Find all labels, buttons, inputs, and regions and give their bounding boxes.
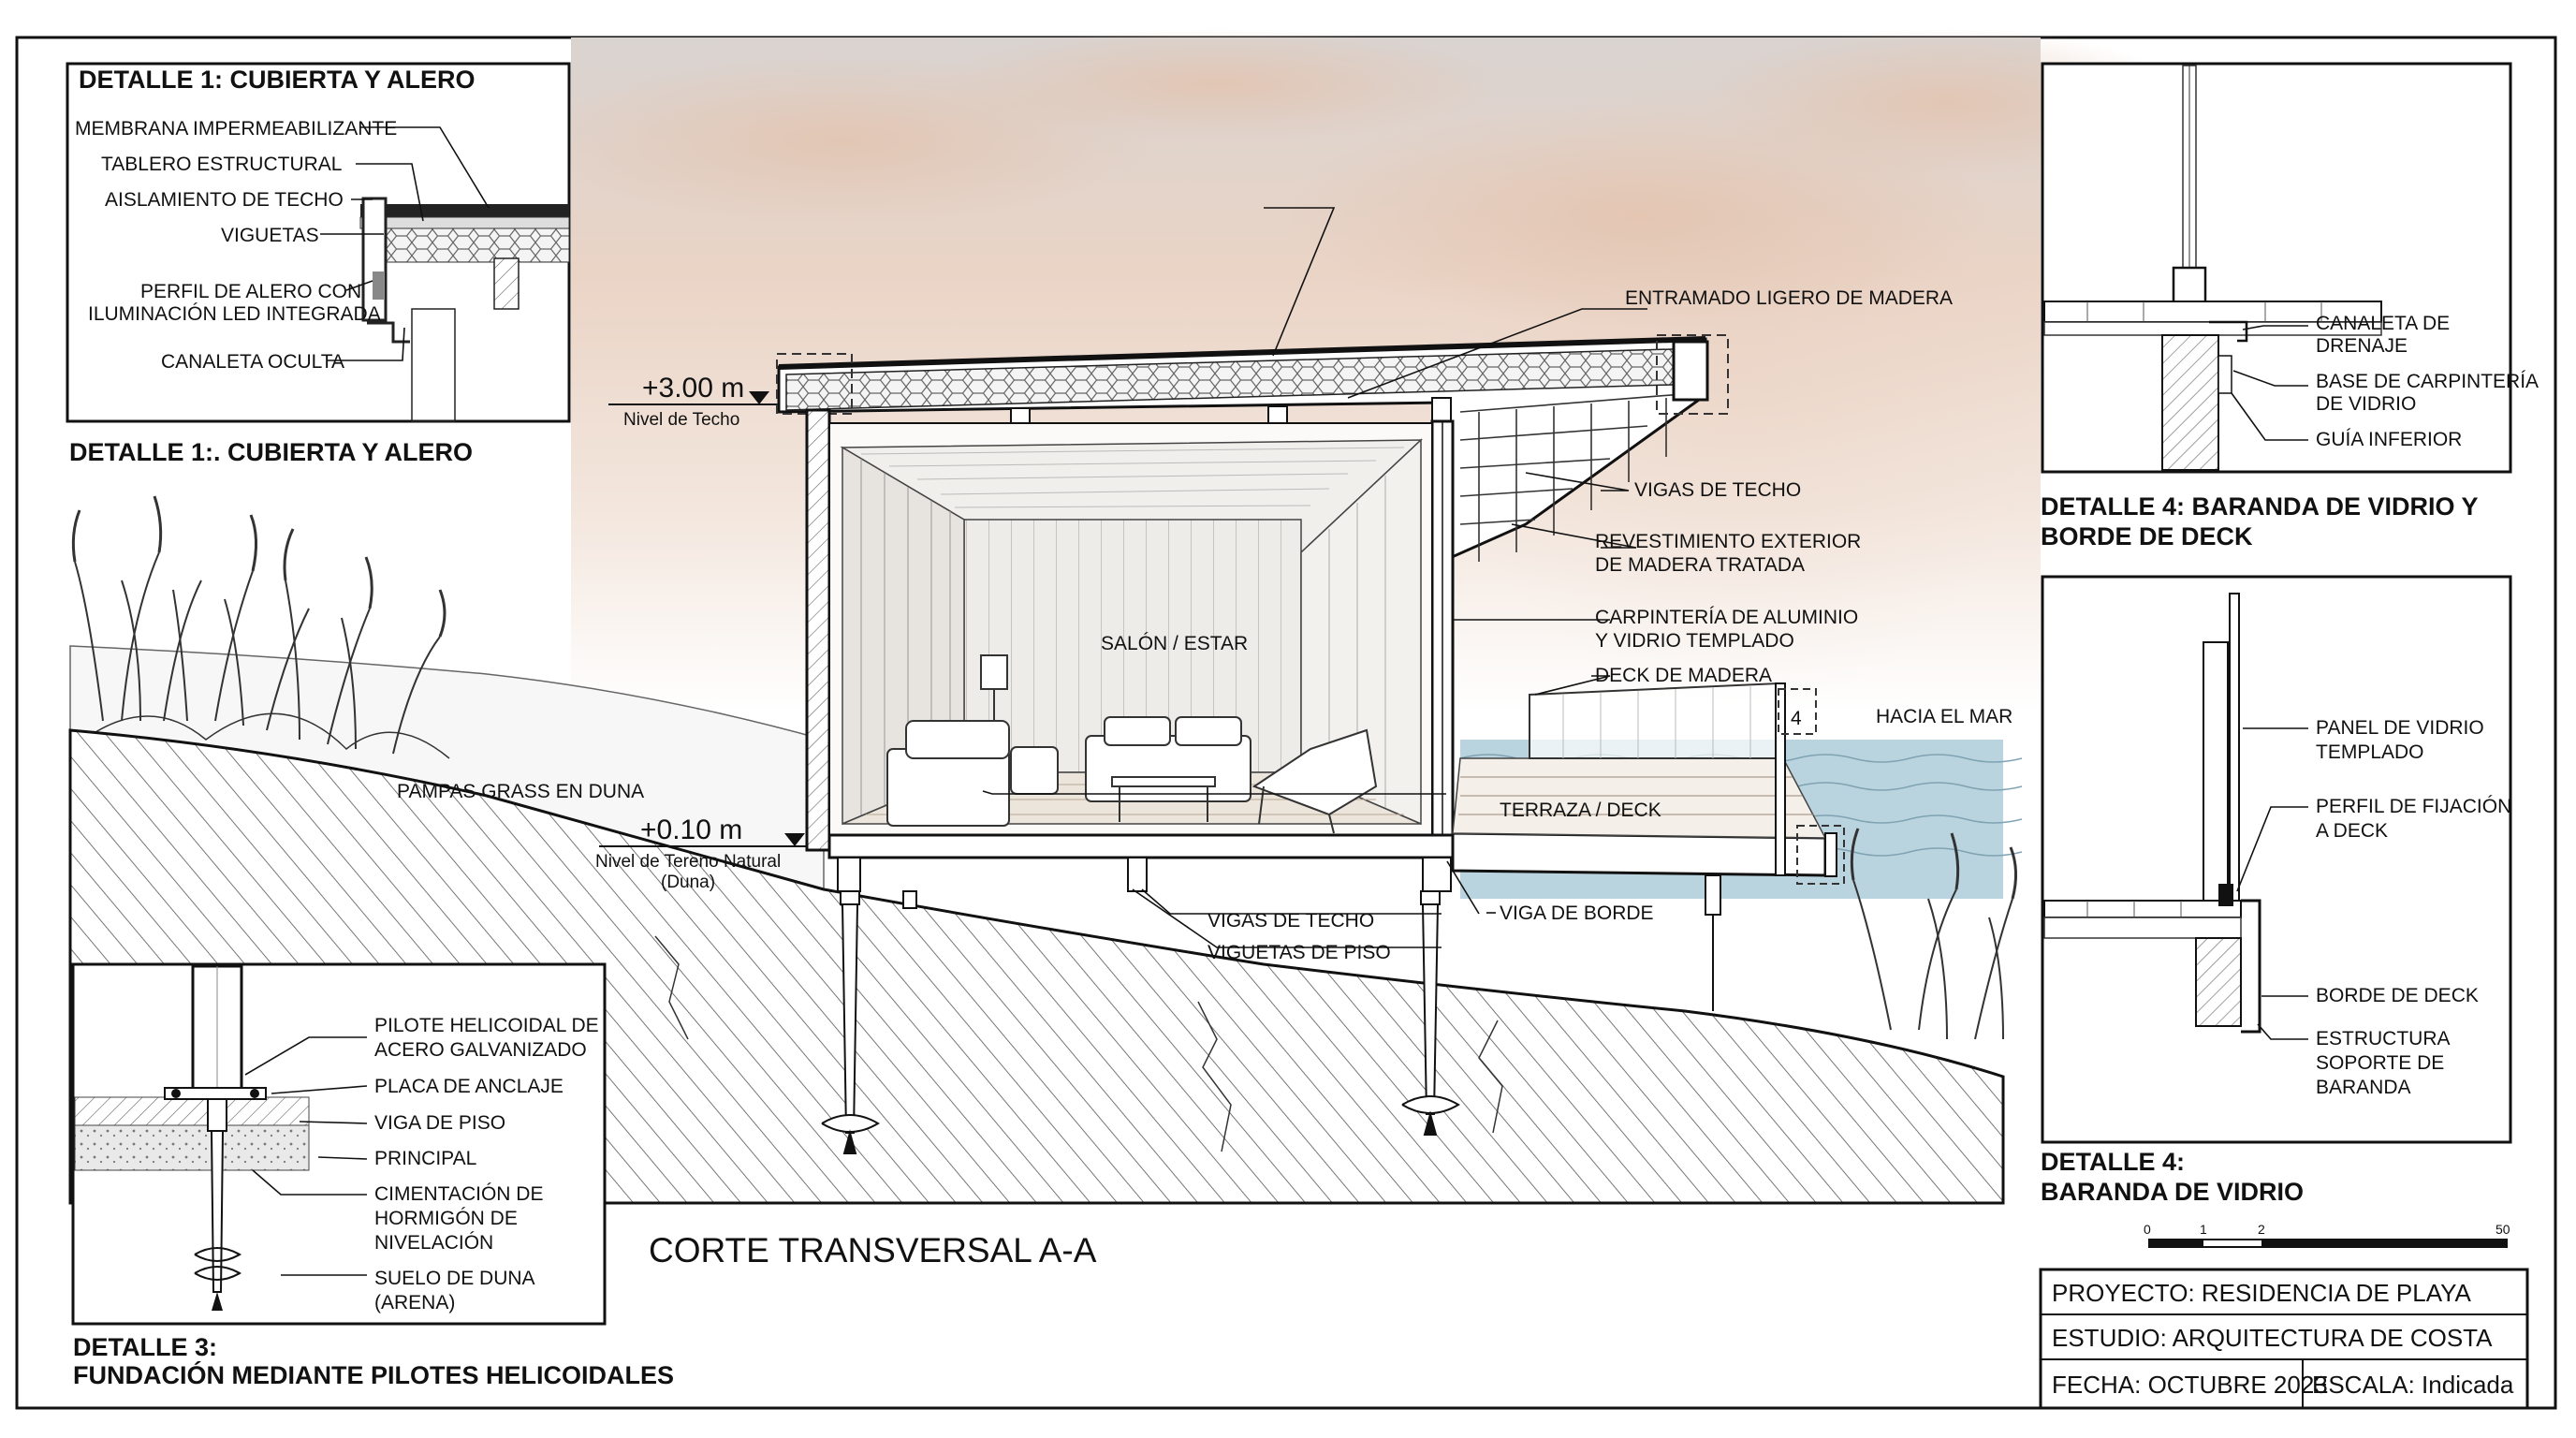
detail3-label-suelo-2: (ARENA) [374, 1292, 455, 1313]
room-label-salon: SALÓN / ESTAR [1101, 633, 1248, 654]
callout-hacia-mar: HACIA EL MAR [1876, 706, 2012, 727]
callout-vigas-techo-roof: VIGAS DE TECHO [1634, 479, 1801, 501]
detail3-label-suelo-1: SUELO DE DUNA [374, 1268, 535, 1289]
detail3-label-cim-1: CIMENTACIÓN DE [374, 1183, 543, 1205]
detail1-label-aislamiento: AISLAMIENTO DE TECHO [105, 189, 344, 211]
detail1-panel: DETALLE 1: CUBIERTA Y ALERO MEMBRANA IMP… [66, 62, 571, 423]
callout-carpinteria-2: Y VIDRIO TEMPLADO [1595, 630, 1794, 652]
detail1-label-perfil: PERFIL DE ALERO CON [140, 281, 361, 302]
detail-tag-4: 4 [1791, 708, 1802, 729]
callout-carpinteria-1: CARPINTERÍA DE ALUMINIO [1595, 607, 1858, 628]
detail4a-label-base-2: DE VIDRIO [2316, 393, 2416, 415]
detail4b-label-perfil-2: A DECK [2316, 820, 2388, 842]
title-block-escala: ESCALA: Indicada [2312, 1371, 2514, 1399]
detail1-label-tablero: TABLERO ESTRUCTURAL [101, 154, 343, 175]
callout-entramado: ENTRAMADO LIGERO DE MADERA [1625, 287, 1953, 309]
callout-revestimiento-1: REVESTIMIENTO EXTERIOR [1595, 531, 1861, 552]
detail4b-label-estructura-2: SOPORTE DE [2316, 1052, 2444, 1074]
detail4b-caption-2: BARANDA DE VIDRIO [2041, 1178, 2304, 1206]
title-block: PROYECTO: RESIDENCIA DE PLAYA ESTUDIO: A… [2039, 1268, 2529, 1410]
level-ground-label-1: Nivel de Tereno Natural [595, 852, 781, 872]
detail4a-label-base-1: BASE DE CARPINTERÍA [2316, 371, 2539, 392]
helical-piles [821, 874, 1721, 1154]
pampas-grass-left [71, 495, 450, 759]
scale-tick-2: 2 [2258, 1222, 2265, 1237]
detail3-label-cim-3: NIVELACIÓN [374, 1232, 493, 1254]
detail4b-label-panel-1: PANEL DE VIDRIO [2316, 717, 2484, 739]
callout-vigas-techo-floor: VIGAS DE TECHO [1208, 910, 1374, 932]
title-block-estudio: ESTUDIO: ARQUITECTURA DE COSTA [2052, 1324, 2493, 1352]
level-roof-label: Nivel de Techo [623, 410, 739, 430]
title-block-fecha: FECHA: OCTUBRE 2023 [2052, 1371, 2328, 1399]
callout-viguetas-piso: VIGUETAS DE PISO [1208, 942, 1391, 963]
scale-tick-50: 50 [2496, 1222, 2510, 1237]
detail3-panel: PILOTE HELICOIDAL DE ACERO GALVANIZADO P… [71, 962, 607, 1326]
detail3-caption-1: DETALLE 3: [73, 1333, 217, 1361]
furniture [886, 654, 1378, 834]
detail1-label-led: ILUMINACIÓN LED INTEGRADA [88, 303, 381, 325]
ground-cracks [654, 935, 1503, 1152]
detail1-caption: DETALLE 1:. CUBIERTA Y ALERO [69, 438, 473, 466]
pampas-grass-right [1850, 828, 2017, 1040]
level-ground-label-2: (Duna) [661, 873, 715, 892]
section-leaders [982, 207, 1647, 948]
callout-revestimiento-2: DE MADERA TRATADA [1595, 554, 1805, 576]
callout-deck-madera: DECK DE MADERA [1595, 665, 1772, 686]
detail4b-label-panel-2: TEMPLADO [2316, 741, 2424, 763]
detail4b-label-borde: BORDE DE DECK [2316, 985, 2479, 1006]
house-section: SALÓN / ESTAR 4 [776, 334, 1845, 1154]
callout-terraza: TERRAZA / DECK [1500, 800, 1661, 821]
detail4a-caption-1: DETALLE 4: BARANDA DE VIDRIO Y [2041, 492, 2479, 521]
detail3-label-pilote-2: ACERO GALVANIZADO [374, 1039, 587, 1061]
level-marker-roof: +3.00 m Nivel de Techo [608, 373, 786, 430]
scale-bar: 0 1 2 50 [2144, 1222, 2510, 1248]
detail4a-label-canaleta-2: DRENAJE [2316, 335, 2408, 357]
detail4a-label-canaleta-1: CANALETA DE [2316, 313, 2450, 334]
detail1-box-title: DETALLE 1: CUBIERTA Y ALERO [79, 66, 476, 94]
detail3-caption-2: FUNDACIÓN MEDIANTE PILOTES HELICOIDALES [73, 1360, 674, 1389]
detail1-label-membrana: MEMBRANA IMPERMEABILIZANTE [75, 118, 397, 139]
detail4a-caption-2: BORDE DE DECK [2041, 522, 2253, 550]
detail1-label-canaleta: CANALETA OCULTA [161, 351, 344, 373]
section-title: CORTE TRANSVERSAL A-A [649, 1231, 1097, 1269]
level-ground-value: +0.10 m [640, 814, 742, 845]
detail3-label-viga-2: PRINCIPAL [374, 1148, 476, 1169]
scale-tick-0: 0 [2144, 1222, 2151, 1237]
detail3-label-cim-2: HORMIGÓN DE [374, 1208, 518, 1229]
detail4b-label-estructura-1: ESTRUCTURA [2316, 1028, 2451, 1049]
detail3-label-placa: PLACA DE ANCLAJE [374, 1076, 564, 1097]
detail1-label-viguetas: VIGUETAS [221, 225, 319, 246]
detail4a-label-guia: GUÍA INFERIOR [2316, 429, 2462, 450]
callout-viga-borde: VIGA DE BORDE [1500, 902, 1654, 924]
detail4b-label-perfil-1: PERFIL DE FIJACIÓN [2316, 796, 2511, 817]
detail4b-label-estructura-3: BARANDA [2316, 1077, 2411, 1098]
detail4a-panel: CANALETA DE DRENAJE BASE DE CARPINTERÍA … [2041, 62, 2539, 474]
callout-pampas: PAMPAS GRASS EN DUNA [397, 781, 644, 802]
level-marker-ground: +0.10 m Nivel de Tereno Natural (Duna) [595, 814, 824, 892]
detail3-label-pilote-1: PILOTE HELICOIDAL DE [374, 1015, 599, 1036]
detail3-label-viga-1: VIGA DE PISO [374, 1112, 505, 1134]
detail4b-panel: PANEL DE VIDRIO TEMPLADO PERFIL DE FIJAC… [2041, 575, 2512, 1144]
scale-tick-1: 1 [2200, 1222, 2207, 1237]
detail4b-caption-1: DETALLE 4: [2041, 1148, 2185, 1176]
level-roof-value: +3.00 m [642, 373, 744, 404]
title-block-proyecto: PROYECTO: RESIDENCIA DE PLAYA [2052, 1279, 2472, 1307]
